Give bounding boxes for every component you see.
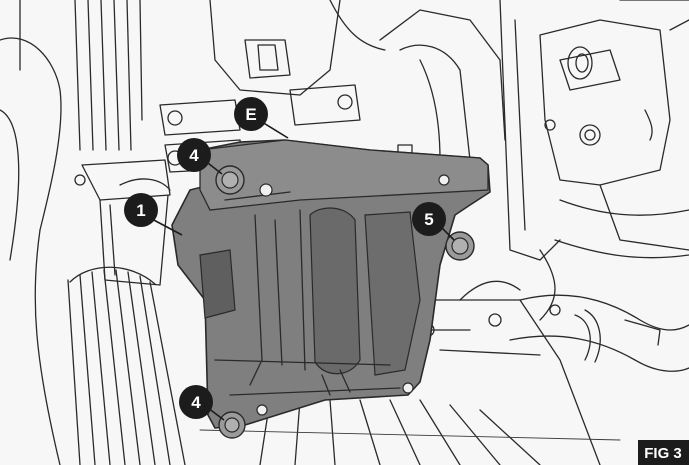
callout-4-bottom-label: 4 [191, 393, 201, 412]
callout-4-bottom: 4 [179, 385, 213, 419]
callout-4-top-label: 4 [189, 146, 199, 165]
right-mount-plate [539, 0, 689, 251]
bolt-bottom-left [218, 411, 246, 439]
callout-e-label: E [245, 105, 256, 124]
engine-mount-bracket [171, 139, 491, 439]
callout-4-top: 4 [177, 138, 211, 172]
bracket-recess-center [309, 207, 361, 375]
bracket-recess-right [364, 211, 421, 376]
callout-e: E [234, 97, 268, 131]
callout-5-label: 5 [424, 210, 433, 229]
bracket-recess-left [199, 249, 236, 319]
bolt-top-left [215, 165, 245, 195]
figure-label-text: FIG 3 [644, 445, 682, 462]
figure-label: FIG 3 [638, 440, 689, 465]
lower-pulley [67, 266, 186, 465]
engine-mount-block [74, 159, 171, 286]
callout-1-label: 1 [136, 201, 145, 220]
callout-1: 1 [124, 193, 158, 227]
upper-pulley [0, 0, 143, 465]
coolant-hose [509, 199, 689, 372]
callout-5: 5 [412, 202, 446, 236]
